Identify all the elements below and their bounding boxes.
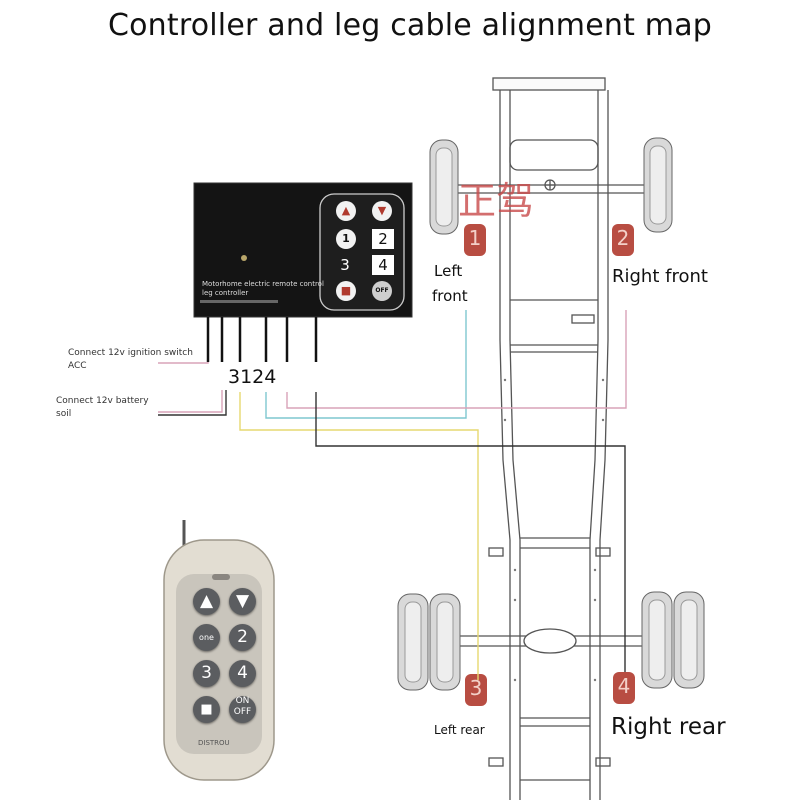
acc-wire-label-2: ACC xyxy=(68,361,87,371)
diagram-title: Controller and leg cable alignment map xyxy=(107,8,713,43)
controller-brand-text-2: leg controller xyxy=(202,289,249,297)
wheel-front-right xyxy=(643,137,673,233)
remote-button-3[interactable]: 3 xyxy=(193,660,220,687)
leg-markers xyxy=(464,224,635,706)
wheel-rear-left xyxy=(397,593,461,691)
rail-rivets xyxy=(503,378,605,682)
controller-brand-text: Motorhome electric remote control xyxy=(202,280,324,288)
driver-side-mark: 正驾 xyxy=(458,179,535,223)
left-front-label-2: front xyxy=(432,287,468,305)
remote-onoff-button[interactable]: ON OFF xyxy=(229,696,256,723)
controller-button-3[interactable]: 3 xyxy=(340,256,350,274)
wheel-rear-right xyxy=(641,591,705,689)
remote-button-1[interactable]: one xyxy=(193,624,220,651)
leg-marker-3 xyxy=(465,674,487,706)
controller-button-4[interactable]: 4 xyxy=(372,255,394,275)
battery-wire-label-2: soil xyxy=(56,409,72,419)
remote-button-4[interactable]: 4 xyxy=(229,660,256,687)
leg-marker-1 xyxy=(464,224,486,256)
controller-down-button[interactable]: ▼ xyxy=(372,201,392,221)
controller-button-2[interactable]: 2 xyxy=(372,229,394,249)
leg-number-4: 4 xyxy=(617,674,631,698)
remote-stop-button[interactable]: ■ xyxy=(193,696,220,723)
controller-up-button[interactable]: ▲ xyxy=(336,201,356,221)
chassis-frame xyxy=(455,77,645,800)
remote-down-button[interactable]: ▼ xyxy=(229,588,256,615)
controller-off-button[interactable]: OFF xyxy=(372,281,392,301)
right-front-label: Right front xyxy=(612,266,708,287)
left-rear-label: Left rear xyxy=(434,723,485,737)
leg-number-1: 1 xyxy=(468,226,482,250)
remote-button-2[interactable]: 2 xyxy=(229,624,256,651)
battery-wire-label: Connect 12v battery xyxy=(56,396,149,406)
wires xyxy=(158,310,627,680)
right-rear-label: Right rear xyxy=(611,714,726,740)
left-front-label: Left xyxy=(434,262,463,280)
leg-number-2: 2 xyxy=(616,226,630,250)
leg-number-3: 3 xyxy=(469,676,483,700)
remote-model-text: DISTROU xyxy=(198,739,230,747)
remote-up-button[interactable]: ▲ xyxy=(193,588,220,615)
wheel-front-left xyxy=(429,139,459,235)
leg-marker-4 xyxy=(613,672,635,704)
acc-wire-label: Connect 12v ignition switch xyxy=(68,348,193,358)
wire-order-label: 3124 xyxy=(228,366,277,388)
controller-stop-button[interactable]: ■ xyxy=(336,281,356,301)
leg-marker-2 xyxy=(612,224,634,256)
controller-button-1[interactable]: 1 xyxy=(336,229,356,249)
